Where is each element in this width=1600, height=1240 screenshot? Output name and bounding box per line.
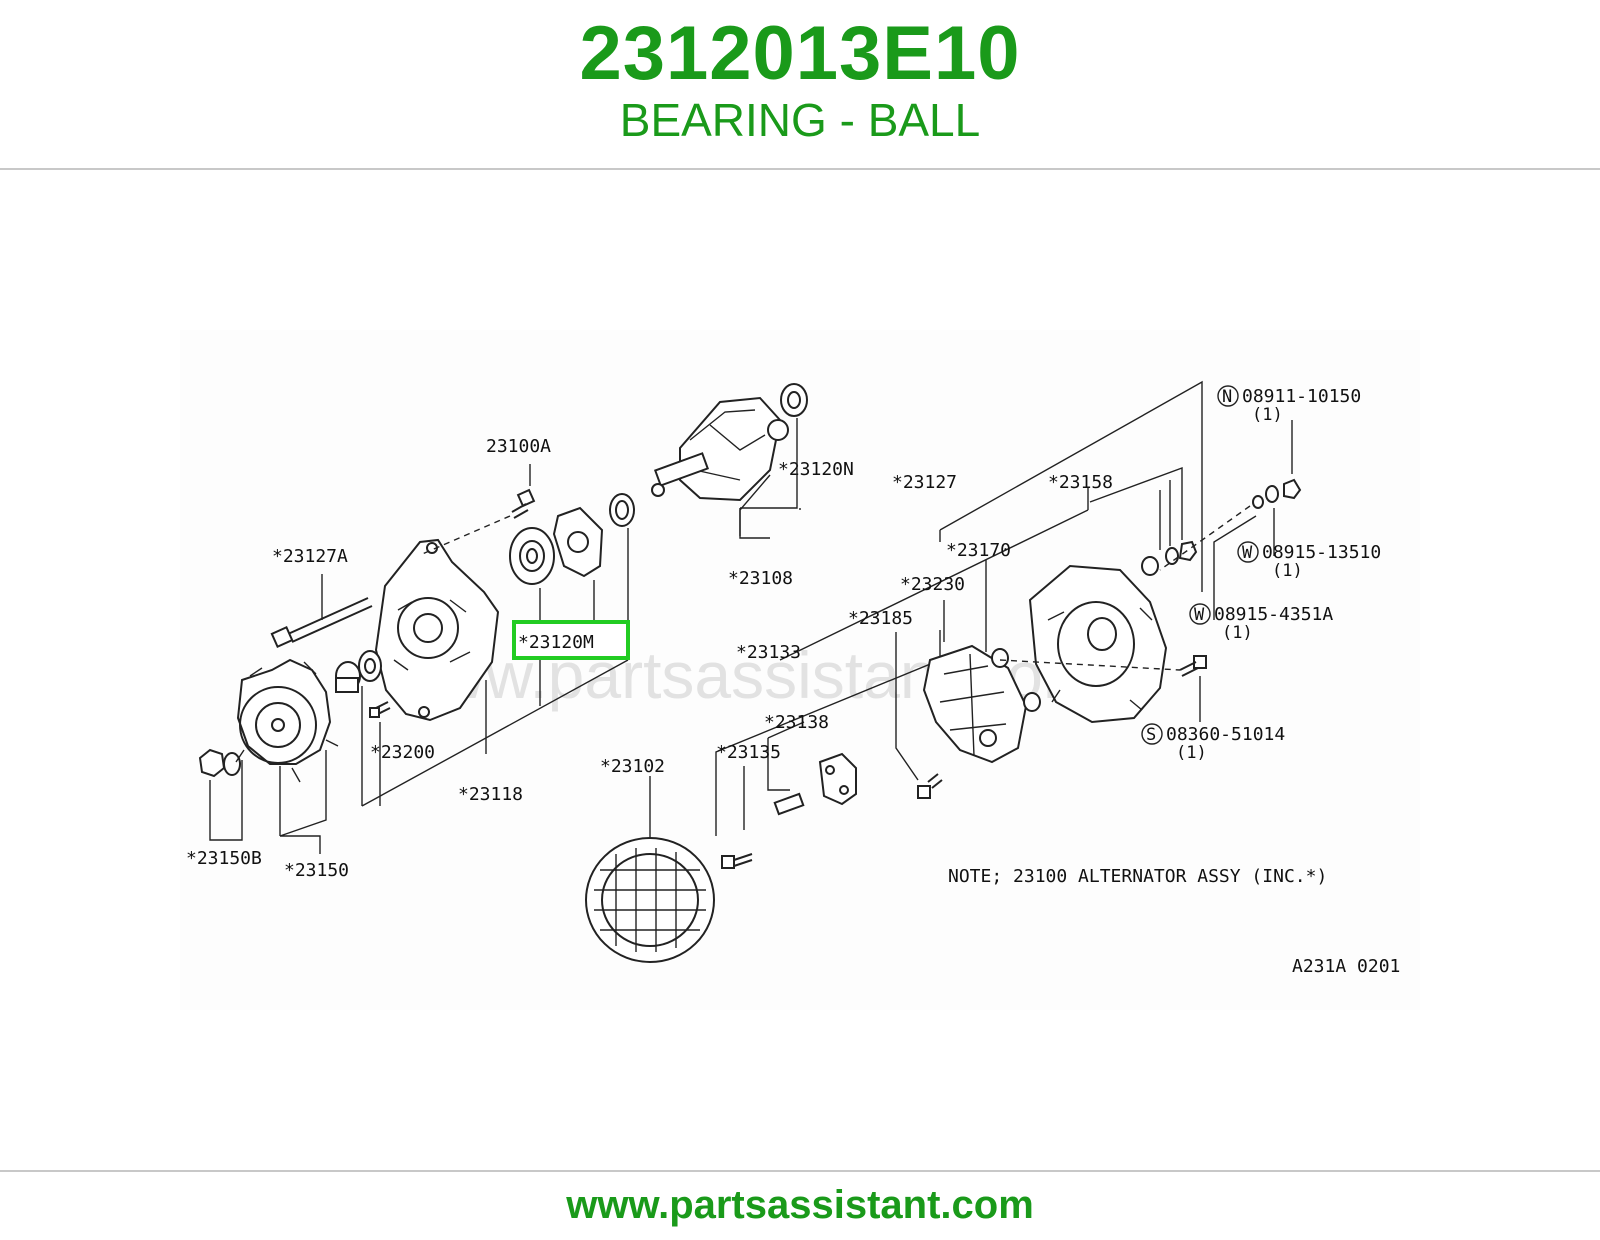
hardware-n-w[interactable] bbox=[1252, 478, 1302, 509]
pulley-collar[interactable] bbox=[335, 661, 361, 693]
label-23120m[interactable]: *23120M bbox=[518, 632, 594, 653]
s-marker-circle bbox=[1141, 723, 1163, 745]
assembly-dashline-2 bbox=[999, 505, 1251, 671]
brush-holder-23138[interactable] bbox=[818, 752, 857, 806]
stator-23102[interactable] bbox=[585, 837, 715, 963]
label-23120n[interactable]: *23120N bbox=[778, 459, 854, 480]
part-number-title: 2312013E10 bbox=[579, 11, 1021, 96]
label-08915-4351a: 08915-4351A bbox=[1214, 604, 1333, 625]
pulley-fan-23150[interactable] bbox=[235, 658, 339, 783]
header-divider bbox=[0, 168, 1600, 170]
leader-23150 bbox=[279, 750, 327, 854]
label-23150[interactable]: *23150 bbox=[284, 860, 349, 881]
callout-s-08360-51014[interactable]: S 08360-51014 (1) bbox=[1141, 723, 1285, 763]
washers-23158[interactable] bbox=[1141, 540, 1198, 576]
label-23135[interactable]: *23135 bbox=[716, 742, 781, 763]
leader-23185 bbox=[895, 632, 919, 781]
label-23127a[interactable]: *23127A bbox=[272, 546, 348, 567]
highlight-box-23120m[interactable] bbox=[512, 620, 630, 660]
qty-08915-4351a: (1) bbox=[1222, 623, 1253, 643]
through-bolt-23127a[interactable] bbox=[270, 597, 373, 648]
front-bearing-23120m[interactable] bbox=[509, 527, 555, 585]
brush-23135[interactable] bbox=[773, 792, 805, 816]
screw-08360[interactable] bbox=[1179, 655, 1207, 677]
callout-w-08915-13510[interactable]: W 08915-13510 (1) bbox=[1237, 541, 1381, 581]
header: 2312013E10 BEARING - BALL bbox=[0, 0, 1600, 168]
w1-marker-circle bbox=[1237, 541, 1259, 563]
footer-url-link[interactable]: www.partsassistant.com bbox=[566, 1183, 1034, 1227]
label-23158[interactable]: *23158 bbox=[1048, 472, 1113, 493]
label-08915-13510: 08915-13510 bbox=[1262, 542, 1381, 563]
n-marker-circle bbox=[1217, 385, 1239, 407]
label-23230[interactable]: *23230 bbox=[900, 574, 965, 595]
assembly-dashline-1 bbox=[419, 515, 511, 556]
leader-w2 bbox=[1213, 515, 1257, 620]
label-23185[interactable]: *23185 bbox=[848, 608, 913, 629]
part-name-subtitle: BEARING - BALL bbox=[619, 94, 981, 146]
qty-08915-13510: (1) bbox=[1272, 561, 1303, 581]
w1-marker-letter: W bbox=[1242, 543, 1253, 563]
front-housing[interactable] bbox=[374, 538, 500, 722]
rotor-assembly[interactable] bbox=[651, 396, 789, 502]
diagram-code: A231A 0201 bbox=[1292, 956, 1400, 977]
footer-divider bbox=[0, 1170, 1600, 1172]
label-08911-10150: 08911-10150 bbox=[1242, 386, 1361, 407]
w2-marker-letter: W bbox=[1194, 605, 1205, 625]
leader-23200-bracket bbox=[361, 659, 629, 807]
label-23150b[interactable]: *23150B bbox=[186, 848, 262, 869]
label-23200[interactable]: *23200 bbox=[370, 742, 435, 763]
spacer-ring[interactable] bbox=[609, 493, 635, 527]
screw-23200[interactable] bbox=[369, 701, 391, 718]
label-23138[interactable]: *23138 bbox=[764, 712, 829, 733]
diagram-note: NOTE; 23100 ALTERNATOR ASSY (INC.*) bbox=[948, 866, 1327, 887]
w2-marker-circle bbox=[1189, 603, 1211, 625]
label-23127[interactable]: *23127 bbox=[892, 472, 957, 493]
leader-23150b bbox=[209, 760, 243, 841]
leader-23158 bbox=[1089, 466, 1183, 550]
label-23100a[interactable]: 23100A bbox=[486, 436, 551, 457]
callout-w-08915-4351a[interactable]: W 08915-4351A (1) bbox=[1189, 603, 1333, 643]
label-08360-51014: 08360-51014 bbox=[1166, 724, 1285, 745]
parts-diagram: www.partsassistant.com *23120N *23108 bbox=[180, 330, 1420, 1010]
label-23133[interactable]: *23133 bbox=[736, 642, 801, 663]
leader-23127-frame bbox=[939, 380, 1203, 592]
s-marker-letter: S bbox=[1146, 725, 1156, 745]
leader-23108 bbox=[739, 474, 771, 536]
label-23102[interactable]: *23102 bbox=[600, 756, 665, 777]
callout-n-08911[interactable]: N 08911-10150 (1) bbox=[1217, 385, 1361, 425]
n-marker-letter: N bbox=[1222, 387, 1232, 407]
label-23108[interactable]: *23108 bbox=[728, 568, 793, 589]
bearing-retainer-plate[interactable] bbox=[552, 506, 604, 578]
bolt-23100a[interactable] bbox=[511, 488, 536, 519]
rear-cover-23127[interactable] bbox=[1028, 564, 1168, 724]
qty-08911-10150: (1) bbox=[1252, 405, 1283, 425]
rotor-bearing-23120n[interactable] bbox=[780, 383, 808, 417]
rectifier-23230[interactable] bbox=[922, 644, 1028, 764]
screw-23185[interactable] bbox=[917, 773, 943, 799]
leader-23120n bbox=[739, 418, 801, 539]
front-cover-seal[interactable] bbox=[358, 650, 382, 682]
terminal-insulator-23170[interactable] bbox=[991, 648, 1041, 712]
label-23118[interactable]: *23118 bbox=[458, 784, 523, 805]
leader-23133 bbox=[715, 630, 941, 836]
qty-08360-51014: (1) bbox=[1176, 743, 1207, 763]
leader-23127 bbox=[779, 488, 1089, 661]
screw-23133[interactable] bbox=[721, 853, 753, 869]
leader-23138 bbox=[767, 721, 805, 791]
label-23170[interactable]: *23170 bbox=[946, 540, 1011, 561]
pulley-nut-washer-23150b[interactable] bbox=[198, 748, 241, 778]
